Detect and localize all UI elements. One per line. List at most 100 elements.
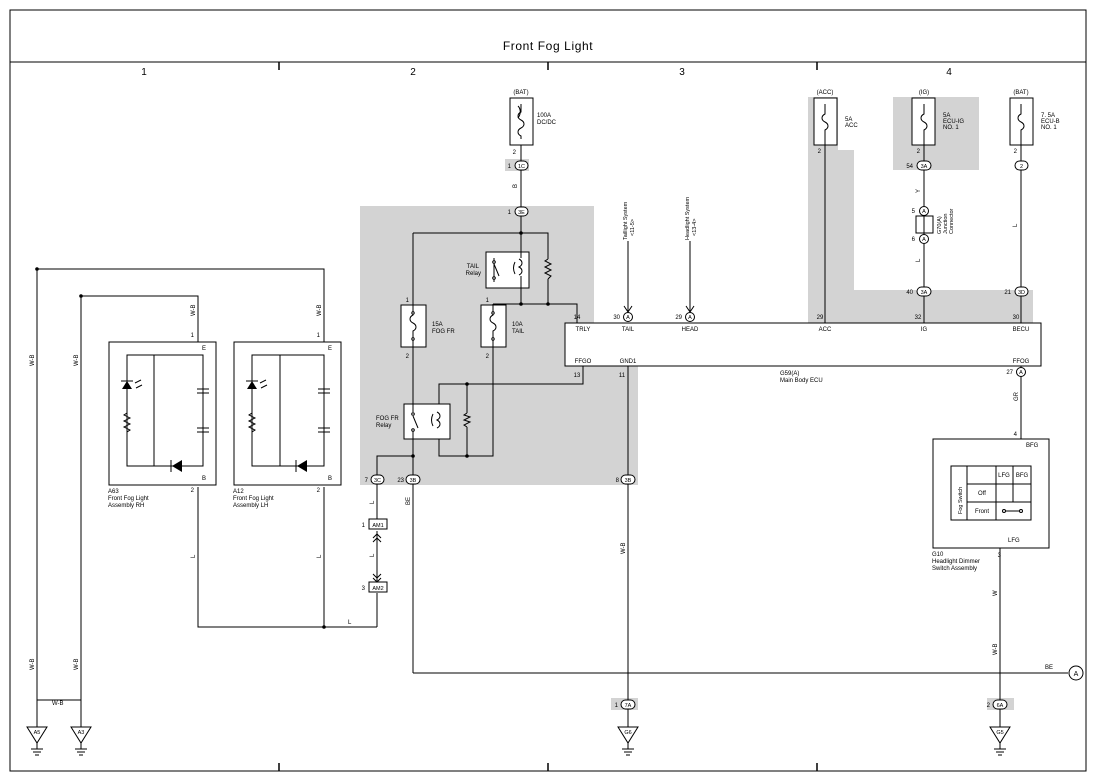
svg-text:2: 2 <box>1020 164 1023 170</box>
svg-text:1: 1 <box>508 164 512 170</box>
svg-text:2: 2 <box>917 149 921 155</box>
svg-text:3A: 3A <box>921 164 928 170</box>
svg-text:W-B: W-B <box>52 701 64 707</box>
svg-text:W-B: W-B <box>621 542 627 554</box>
svg-text:14: 14 <box>574 315 581 321</box>
svg-text:2: 2 <box>317 488 321 494</box>
svg-text:GR: GR <box>1014 391 1020 401</box>
source-bat-2: (BAT) <box>1013 90 1028 96</box>
svg-text:A: A <box>1019 370 1023 376</box>
column-1: 1 <box>141 67 147 78</box>
svg-text:3A: 3A <box>921 290 928 296</box>
svg-text:4: 4 <box>1014 432 1018 438</box>
svg-text:3E: 3E <box>518 210 525 216</box>
am-chevrons <box>372 533 382 583</box>
svg-text:IG: IG <box>921 327 928 333</box>
ground-a3: A3 <box>70 726 92 756</box>
tail-relay: TAIL Relay <box>466 251 530 289</box>
main-body-ecu: TRLY TAIL HEAD ACC IG BECU FFGO GND1 FFO… <box>564 322 1042 384</box>
svg-text:Front Fog Light: Front Fog Light <box>108 496 149 502</box>
svg-text:L: L <box>370 553 376 557</box>
ecu-pin-numbers: 14 29 32 30 13 11 <box>574 315 1020 379</box>
svg-text:Main Body ECU: Main Body ECU <box>780 378 823 384</box>
svg-text:1: 1 <box>191 333 195 339</box>
svg-text:2: 2 <box>987 703 991 709</box>
svg-text:GND1: GND1 <box>620 359 637 365</box>
svg-text:BE: BE <box>406 497 412 505</box>
svg-text:TRLY: TRLY <box>576 327 591 333</box>
svg-text:ACC: ACC <box>845 123 858 129</box>
lamp-lh: E B 1 2 A12 Front Fog Light Assembly LH <box>233 333 342 509</box>
svg-text:BE: BE <box>1045 665 1053 671</box>
svg-text:11: 11 <box>619 373 626 379</box>
svg-text:30: 30 <box>613 315 620 321</box>
svg-text:AM1: AM1 <box>372 523 383 529</box>
svg-text:E: E <box>328 346 332 352</box>
svg-text:2: 2 <box>191 488 195 494</box>
svg-text:Front: Front <box>975 509 989 515</box>
svg-text:5: 5 <box>912 209 916 215</box>
svg-text:Fog Switch: Fog Switch <box>958 487 964 514</box>
svg-text:2: 2 <box>406 354 410 360</box>
svg-text:ECU-IG: ECU-IG <box>943 119 964 125</box>
fuse-fog-fr: 1 2 15A FOG FR <box>400 298 455 360</box>
svg-text:Assembly RH: Assembly RH <box>108 503 144 509</box>
svg-text:FOG FR: FOG FR <box>376 416 399 422</box>
svg-text:W-B: W-B <box>74 354 80 366</box>
svg-text:3D: 3D <box>1018 290 1025 296</box>
svg-text:W-B: W-B <box>30 354 36 366</box>
resistor-tail <box>543 258 553 280</box>
svg-text:21: 21 <box>1004 290 1011 296</box>
svg-text:A: A <box>688 315 692 321</box>
shade-relay-block <box>360 206 594 485</box>
diagram-title: Front Fog Light <box>503 39 593 53</box>
connectors: 1C 1 3E 1 3A 54 2 A 5 A 6 3A 40 3D 21 A … <box>362 160 1084 710</box>
svg-text:7: 7 <box>365 478 369 484</box>
shade-gnd1 <box>565 366 638 485</box>
svg-text:A3: A3 <box>78 730 85 736</box>
svg-text:W-B: W-B <box>191 304 197 316</box>
svg-text:3B: 3B <box>625 478 632 484</box>
svg-text:13: 13 <box>574 373 581 379</box>
svg-text:BFG: BFG <box>1016 473 1029 479</box>
wire-labels: B Y L L W-B W-B W-B W-B L L L L L BE W-B… <box>30 184 1053 707</box>
svg-text:W-B: W-B <box>30 658 36 670</box>
svg-text:1C: 1C <box>518 164 525 170</box>
svg-text:3: 3 <box>362 586 366 592</box>
svg-text:FFGO: FFGO <box>575 359 592 365</box>
svg-text:1: 1 <box>362 523 366 529</box>
svg-text:1: 1 <box>406 298 410 304</box>
lamp-rh: E B 1 2 A63 Front Fog Light Assembly RH <box>108 333 217 509</box>
ground-g6: G6 <box>617 726 639 756</box>
svg-text:HEAD: HEAD <box>682 327 699 333</box>
svg-text:1: 1 <box>508 210 512 216</box>
svg-text:G5: G5 <box>996 730 1003 736</box>
svg-text:1: 1 <box>486 298 490 304</box>
fog-fr-relay: FOG FR Relay <box>376 403 451 440</box>
svg-text:A12: A12 <box>233 489 244 495</box>
svg-text:A5: A5 <box>34 730 41 736</box>
svg-text:8: 8 <box>616 478 620 484</box>
svg-text:Assembly LH: Assembly LH <box>233 503 268 509</box>
fuse-tail: 1 2 10A TAIL <box>480 298 525 360</box>
svg-text:B: B <box>513 184 519 188</box>
svg-text:29: 29 <box>675 315 682 321</box>
svg-text:L: L <box>1013 223 1019 227</box>
svg-text:A63: A63 <box>108 489 119 495</box>
svg-text:Relay: Relay <box>466 271 481 277</box>
svg-text:5A: 5A <box>943 113 950 119</box>
system-arrows <box>623 305 695 313</box>
svg-text:W: W <box>993 590 999 596</box>
svg-text:32: 32 <box>915 315 922 321</box>
svg-text:FOG FR: FOG FR <box>432 329 455 335</box>
svg-text:TAIL: TAIL <box>467 264 480 270</box>
svg-text:29: 29 <box>817 315 824 321</box>
svg-text:G59(A): G59(A) <box>780 371 799 377</box>
svg-text:NO. 1: NO. 1 <box>1041 125 1057 131</box>
shade-ecu-ig <box>893 97 979 170</box>
svg-text:7. 5A: 7. 5A <box>1041 113 1055 119</box>
svg-text:40: 40 <box>906 290 913 296</box>
svg-text:W-B: W-B <box>317 304 323 316</box>
svg-text:A: A <box>626 315 630 321</box>
